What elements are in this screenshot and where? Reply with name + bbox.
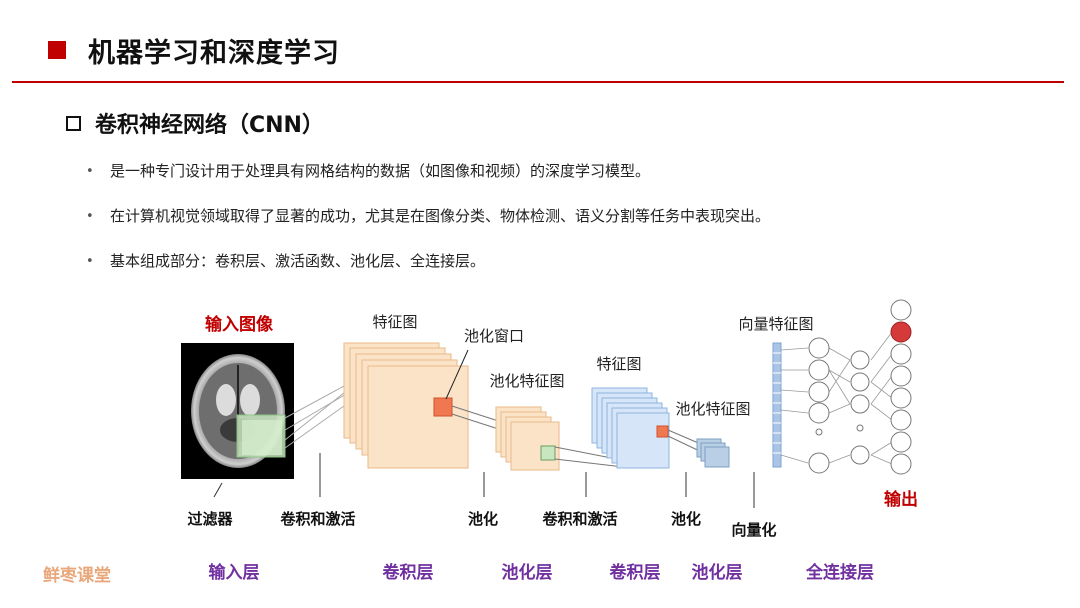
pooled-map-1-label: 池化特征图 xyxy=(489,372,564,390)
op-vectorize-label: 向量化 xyxy=(731,521,776,539)
feature-map-1-label: 特征图 xyxy=(372,313,417,331)
flattened-vector-segments xyxy=(773,352,781,454)
watermark: 鲜枣课堂 xyxy=(43,565,111,586)
title-bar: 机器学习和深度学习 xyxy=(48,30,340,70)
fc-hidden-layer-1 xyxy=(808,337,830,474)
bullet-item: 基本组成部分：卷积层、激活函数、池化层、全连接层。 xyxy=(86,250,770,273)
op-filter-label: 过滤器 xyxy=(187,510,233,528)
bullet-item: 是一种专门设计用于处理具有网格结构的数据（如图像和视频）的深度学习模型。 xyxy=(86,160,770,183)
title-square-icon xyxy=(48,41,66,59)
layer-pool-1-label: 池化层 xyxy=(502,562,553,583)
op-conv-act-2-label: 卷积和激活 xyxy=(541,510,617,528)
pooling-window-pointer xyxy=(445,349,469,400)
input-image-label: 输入图像 xyxy=(205,314,274,335)
layer-fc-label: 全连接层 xyxy=(805,562,874,583)
feature-map-stack-2 xyxy=(591,387,670,469)
fc-output-layer xyxy=(890,299,912,475)
pooled-map-stack-1 xyxy=(495,406,560,471)
section-title: 卷积神经网络（CNN） xyxy=(95,113,324,138)
output-label: 输出 xyxy=(884,489,918,510)
op-conv-act-1-label: 卷积和激活 xyxy=(279,510,355,528)
feature-map-2-label: 特征图 xyxy=(596,355,641,373)
section-heading: 卷积神经网络（CNN） xyxy=(66,107,324,139)
flattened-vector xyxy=(772,342,782,468)
title-divider xyxy=(12,81,1064,83)
operation-ticks xyxy=(213,453,755,508)
pooling-window-label: 池化窗口 xyxy=(464,327,524,345)
layer-conv-1-label: 卷积层 xyxy=(382,562,434,583)
layer-conv-2-label: 卷积层 xyxy=(609,562,661,583)
feature-map-stack-1 xyxy=(343,342,469,469)
page-title: 机器学习和深度学习 xyxy=(88,37,340,69)
bullet-item: 在计算机视觉领域取得了显著的成功，尤其是在图像分类、物体检测、语义分割等任务中表… xyxy=(86,205,770,228)
brain-mri-image xyxy=(181,343,294,479)
layer-pool-2-label: 池化层 xyxy=(692,562,743,583)
op-pool-1-label: 池化 xyxy=(468,510,498,528)
pooled-map-2-label: 池化特征图 xyxy=(675,400,750,418)
bullet-list: 是一种专门设计用于处理具有网格结构的数据（如图像和视频）的深度学习模型。 在计算… xyxy=(86,160,770,295)
conv-filter-small xyxy=(540,445,556,461)
vector-map-label: 向量特征图 xyxy=(738,315,813,333)
hollow-square-icon xyxy=(66,115,81,131)
fc-connections xyxy=(780,331,893,465)
layer-input-label: 输入层 xyxy=(209,562,260,583)
pooled-map-stack-2 xyxy=(696,438,730,468)
pooling-window-small xyxy=(656,425,669,438)
op-pool-2-label: 池化 xyxy=(671,510,701,528)
pooling-window-highlight xyxy=(433,397,453,417)
fc-hidden-layer-2 xyxy=(850,350,870,465)
